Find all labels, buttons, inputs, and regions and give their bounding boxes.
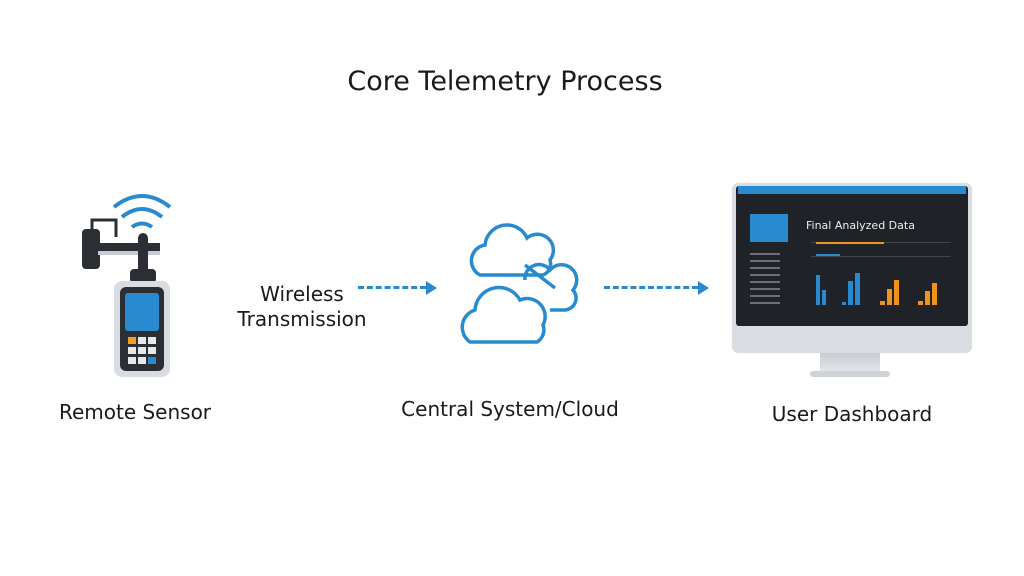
node-label-cloud: Central System/Cloud	[401, 397, 619, 421]
signal-tile	[750, 214, 788, 242]
edge-label-line2: Transmission	[237, 307, 367, 331]
arrow-head-icon	[698, 281, 709, 295]
edge-label-line1: Wireless	[260, 282, 344, 306]
dashboard-screen: Final Analyzed Data	[736, 186, 968, 326]
title-bar	[738, 186, 966, 194]
dashboard-heading: Final Analyzed Data	[806, 219, 915, 232]
progress-bar	[816, 242, 884, 244]
node-label-remote-sensor: Remote Sensor	[58, 400, 212, 424]
monitor-base	[810, 371, 890, 377]
cloud-icon	[460, 223, 579, 344]
progress-bar	[816, 254, 840, 256]
arrow-sensor-to-cloud	[358, 286, 426, 289]
arrow-head-icon	[426, 281, 437, 295]
sidebar-menu	[750, 248, 780, 308]
monitor-stand	[820, 353, 880, 371]
arrow-cloud-to-dashboard	[604, 286, 698, 289]
node-label-user-dashboard: User Dashboard	[771, 402, 933, 426]
diagram-title: Core Telemetry Process	[347, 66, 663, 97]
edge-label: Wireless Transmission	[222, 282, 382, 332]
monitor-icon: Final Analyzed Data	[732, 183, 972, 377]
sensor-device-icon	[82, 194, 172, 377]
